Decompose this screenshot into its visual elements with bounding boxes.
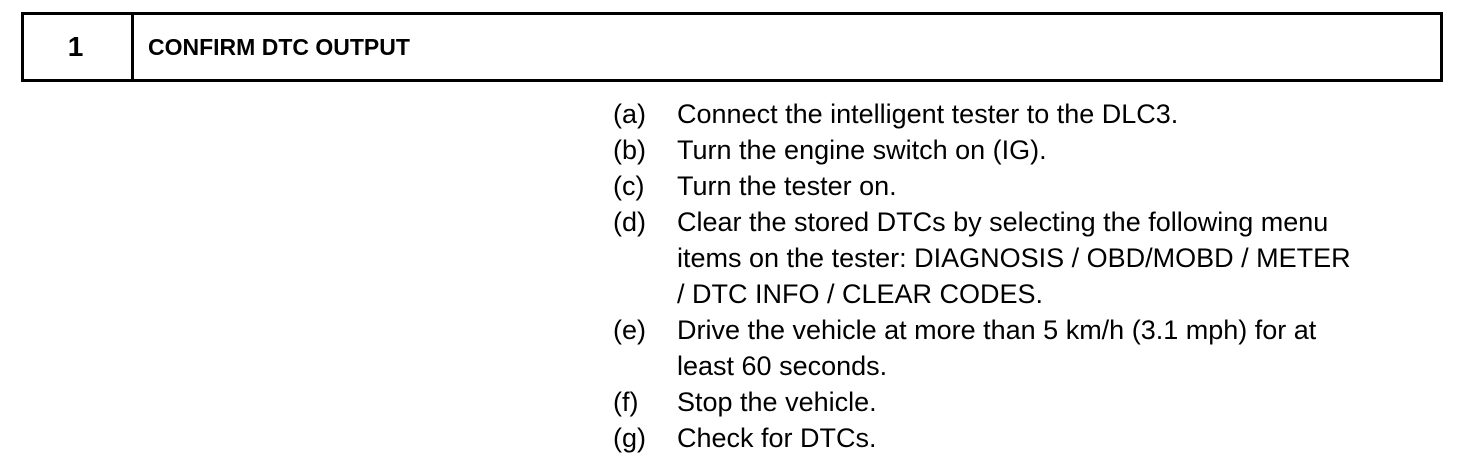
step-text: Turn the engine switch on (IG).	[677, 135, 1047, 165]
step-marker: (g)	[613, 423, 646, 453]
step-marker: (c)	[613, 171, 645, 201]
step-marker: (a)	[613, 99, 646, 129]
step-text: Drive the vehicle at more than 5 km/h (3…	[677, 315, 1317, 381]
procedure-list: (a) Connect the intelligent tester to th…	[613, 96, 1463, 456]
step-marker: (f)	[613, 387, 639, 417]
step-text: Connect the intelligent tester to the DL…	[677, 99, 1179, 129]
step-number: 1	[24, 15, 134, 79]
procedure-step-g: (g) Check for DTCs.	[613, 420, 1463, 456]
procedure-step-f: (f) Stop the vehicle.	[613, 384, 1463, 420]
step-header: 1 CONFIRM DTC OUTPUT	[21, 12, 1443, 82]
procedure-step-c: (c) Turn the tester on.	[613, 168, 1463, 204]
step-text: Clear the stored DTCs by selecting the f…	[677, 207, 1351, 309]
procedure-step-a: (a) Connect the intelligent tester to th…	[613, 96, 1463, 132]
procedure-step-e: (e) Drive the vehicle at more than 5 km/…	[613, 312, 1463, 384]
step-title: CONFIRM DTC OUTPUT	[148, 33, 410, 60]
step-marker: (e)	[613, 315, 646, 345]
procedure-step-d: (d) Clear the stored DTCs by selecting t…	[613, 204, 1463, 312]
step-text: Check for DTCs.	[677, 423, 877, 453]
procedure-step-b: (b) Turn the engine switch on (IG).	[613, 132, 1463, 168]
step-marker: (d)	[613, 207, 646, 237]
step-text: Stop the vehicle.	[677, 387, 877, 417]
step-marker: (b)	[613, 135, 646, 165]
step-text: Turn the tester on.	[677, 171, 897, 201]
